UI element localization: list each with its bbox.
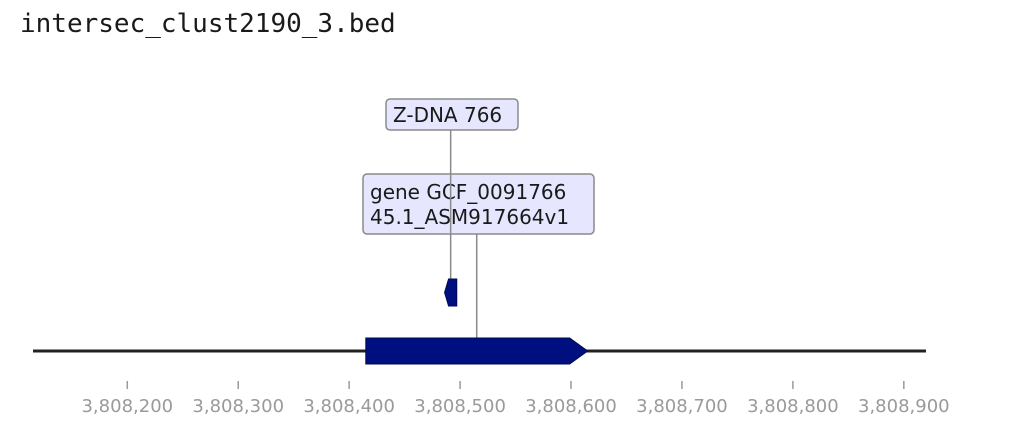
x-axis: 3,808,200 3,808,300 3,808,400 3,808,500 3,80… [81,381,950,417]
axis-tick-label: 3,808,900 [858,396,950,417]
zdna-arrow [444,278,458,307]
zdna-label-box [385,98,519,131]
axis-tick-label: 3,808,200 [81,396,173,417]
axis-tick-label: 3,808,300 [192,396,284,417]
axis-tick-label: 3,808,500 [414,396,506,417]
gene-label-box [362,173,595,235]
axis-tick-label: 3,808,400 [303,396,395,417]
gene-label-line-2: 45.1_ASM917664v1 [370,205,569,229]
zdna-feature: Z-DNA 766 [385,98,519,307]
page-title: intersec_clust2190_3.bed [20,9,396,39]
zdna-label: Z-DNA 766 [393,103,502,127]
gene-arrow [365,337,589,365]
axis-tick-label: 3,808,700 [636,396,728,417]
axis-tick-label: 3,808,800 [747,396,839,417]
axis-tick-label: 3,808,600 [525,396,617,417]
gene-label-line-1: gene GCF_0091766 [370,180,566,204]
gene-feature: gene GCF_0091766 45.1_ASM917664v1 [362,173,595,365]
